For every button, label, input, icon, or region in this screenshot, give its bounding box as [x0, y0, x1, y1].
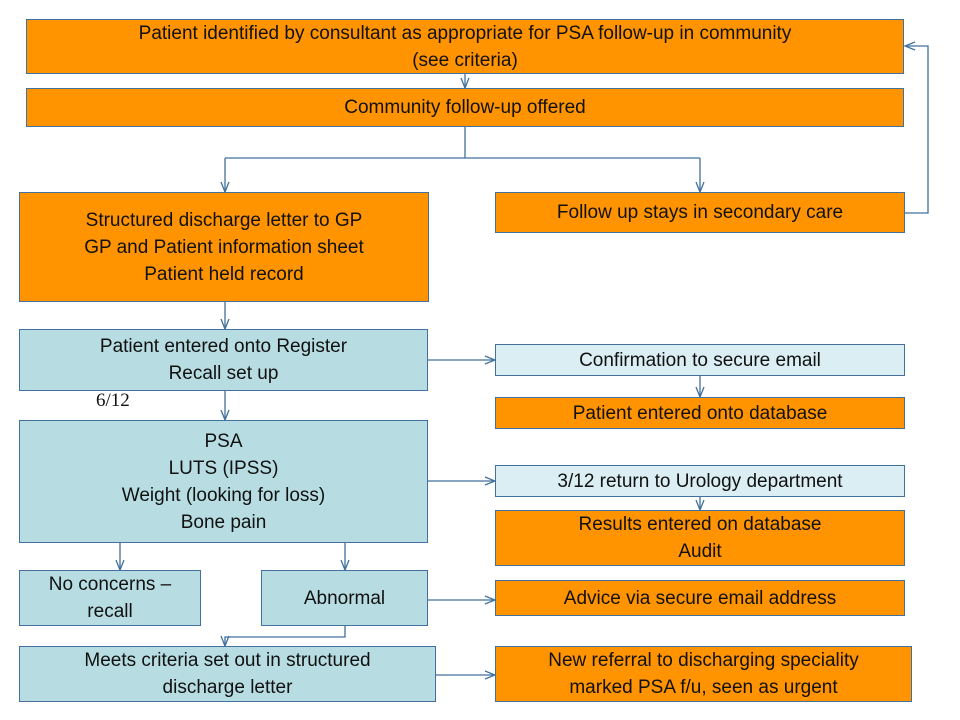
box-patient-identified: Patient identified by consultant as appr…	[26, 19, 904, 74]
text-line: Patient entered onto Register	[99, 336, 348, 357]
box-psa-checks: PSA LUTS (IPSS) Weight (looking for loss…	[19, 420, 428, 543]
box-community-follow-up-offered: Community follow-up offered	[26, 88, 904, 127]
annotation-recall-interval: 6/12	[96, 390, 130, 411]
box-return-to-urology: 3/12 return to Urology department	[495, 465, 905, 497]
box-no-concerns-recall: No concerns – recall	[19, 570, 201, 626]
text-line: Audit	[678, 541, 722, 562]
box-follow-up-secondary-care: Follow up stays in secondary care	[495, 192, 905, 233]
text-line: Follow up stays in secondary care	[556, 202, 844, 223]
text-line: Confirmation to secure email	[579, 349, 821, 371]
box-advice-secure-email: Advice via secure email address	[495, 580, 905, 616]
text-line: recall	[87, 601, 133, 622]
box-abnormal: Abnormal	[261, 570, 428, 626]
arrow-offered-split	[225, 127, 700, 192]
text-line: Meets criteria set out in structured	[84, 650, 371, 671]
text-line: Recall set up	[168, 363, 279, 384]
box-structured-discharge-letter: Structured discharge letter to GP GP and…	[19, 192, 429, 302]
box-meets-criteria: Meets criteria set out in structured dis…	[19, 646, 436, 702]
text-line: discharge letter	[162, 677, 293, 698]
text-line: Patient held record	[144, 263, 304, 285]
box-patient-entered-database: Patient entered onto database	[495, 397, 905, 429]
text-line: PSA	[204, 430, 243, 452]
text-line: Abnormal	[303, 587, 386, 609]
text-line: Patient identified by consultant as appr…	[138, 22, 792, 44]
text-line: 3/12 return to Urology department	[557, 470, 843, 492]
text-line: LUTS (IPSS)	[168, 457, 279, 479]
box-new-referral: New referral to discharging speciality m…	[495, 646, 912, 702]
text-line: No concerns –	[48, 574, 172, 595]
text-line: GP and Patient information sheet	[84, 236, 364, 258]
text-line: marked PSA f/u, seen as urgent	[569, 677, 838, 698]
text-line: Structured discharge letter to GP	[85, 209, 363, 231]
box-confirmation-secure-email: Confirmation to secure email	[495, 344, 905, 376]
text-line: (see criteria)	[412, 49, 518, 71]
text-line: New referral to discharging speciality	[548, 650, 859, 671]
text-line: Advice via secure email address	[563, 587, 837, 609]
arrow-abnormal-to-meets	[225, 626, 346, 646]
text-line: Results entered on database	[578, 514, 822, 535]
text-line: Community follow-up offered	[344, 97, 586, 118]
box-results-entered-database: Results entered on database Audit	[495, 510, 905, 566]
text-line: Weight (looking for loss)	[121, 484, 326, 506]
box-patient-entered-register: Patient entered onto Register Recall set…	[19, 329, 428, 391]
arrow-secondary-loop	[905, 46, 929, 214]
text-line: Patient entered onto database	[572, 402, 828, 424]
text-line: Bone pain	[180, 511, 267, 533]
